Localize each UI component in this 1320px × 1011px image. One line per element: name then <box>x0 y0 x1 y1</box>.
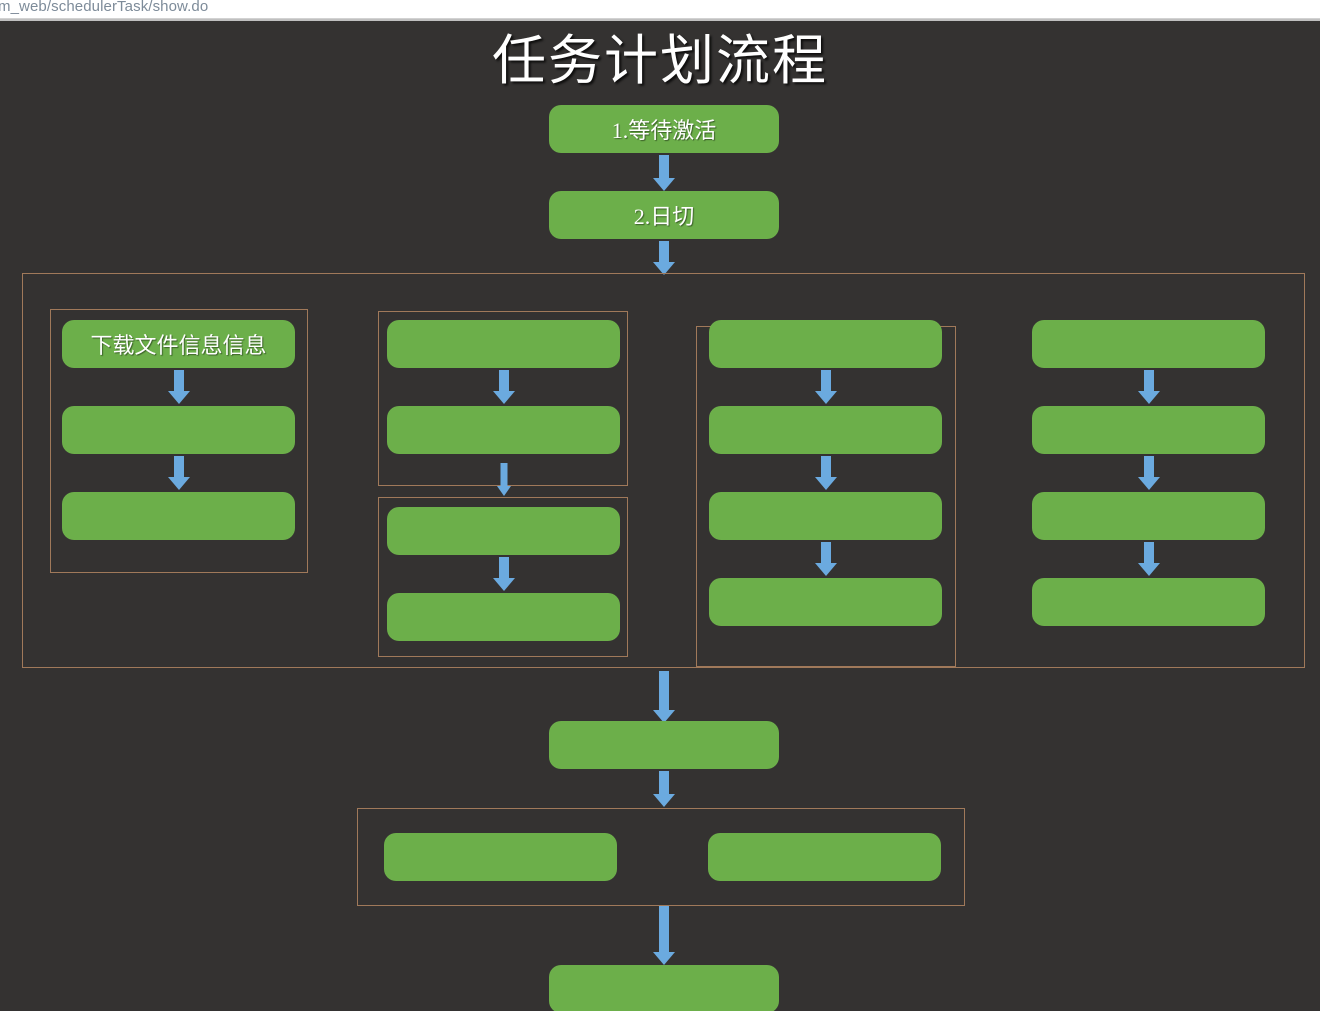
browser-url-bar[interactable]: m_web/schedulerTask/show.do <box>0 0 1320 18</box>
arrow-c3n1-to-c3n2 <box>815 370 837 404</box>
node-day-cutoff[interactable]: 2.日切 <box>549 191 779 239</box>
arrow-c1n2-to-c1n3 <box>168 456 190 490</box>
arrow-c2group1-to-c2group2 <box>493 463 515 496</box>
arrow-bottom1-to-bottom-group <box>653 771 675 807</box>
node-download-file-info[interactable]: 下载文件信息信息 <box>62 320 295 368</box>
arrow-c4n1-to-c4n2 <box>1138 370 1160 404</box>
node-bottom-group-left[interactable] <box>384 833 617 881</box>
flowchart-canvas: 任务计划流程 1.等待激活 2.日切 下载文件信息信息 <box>0 21 1320 1011</box>
node-col3-1[interactable] <box>709 320 942 368</box>
arrow-bottom-group-to-final <box>653 906 675 965</box>
arrow-c2n1-to-c2n2 <box>493 370 515 404</box>
url-text: m_web/schedulerTask/show.do <box>0 0 209 15</box>
url-bar-shadow <box>0 19 1320 21</box>
col1-group1-border <box>50 309 308 573</box>
node-bottom-1[interactable] <box>549 721 779 769</box>
arrow-c1n1-to-c1n2 <box>168 370 190 404</box>
node-bottom-group-right[interactable] <box>708 833 941 881</box>
col2-group2-border <box>378 497 628 657</box>
bottom-group-border <box>357 808 965 906</box>
node-col2-2[interactable] <box>387 406 620 454</box>
arrow-c4n3-to-c4n4 <box>1138 542 1160 576</box>
node-col3-2[interactable] <box>709 406 942 454</box>
node-col1-2[interactable] <box>62 406 295 454</box>
node-col3-3[interactable] <box>709 492 942 540</box>
node-col4-4[interactable] <box>1032 578 1265 626</box>
url-bar-divider <box>0 18 1320 19</box>
arrow-c4n2-to-c4n3 <box>1138 456 1160 490</box>
node-col4-3[interactable] <box>1032 492 1265 540</box>
node-col2-3[interactable] <box>387 507 620 555</box>
node-wait-activation[interactable]: 1.等待激活 <box>549 105 779 153</box>
page-title: 任务计划流程 <box>492 31 828 91</box>
node-col4-1[interactable] <box>1032 320 1265 368</box>
arrow-main-group-to-bottom <box>653 671 675 723</box>
node-final[interactable] <box>549 965 779 1011</box>
arrow-n2-to-main-group <box>653 241 675 275</box>
arrow-c3n2-to-c3n3 <box>815 456 837 490</box>
arrow-c3n3-to-c3n4 <box>815 542 837 576</box>
node-col3-4[interactable] <box>709 578 942 626</box>
node-col2-1[interactable] <box>387 320 620 368</box>
node-col2-4[interactable] <box>387 593 620 641</box>
arrow-c2n3-to-c2n4 <box>493 557 515 591</box>
node-col4-2[interactable] <box>1032 406 1265 454</box>
node-col1-3[interactable] <box>62 492 295 540</box>
arrow-n1-to-n2 <box>653 155 675 191</box>
main-stage-group <box>22 273 1305 668</box>
